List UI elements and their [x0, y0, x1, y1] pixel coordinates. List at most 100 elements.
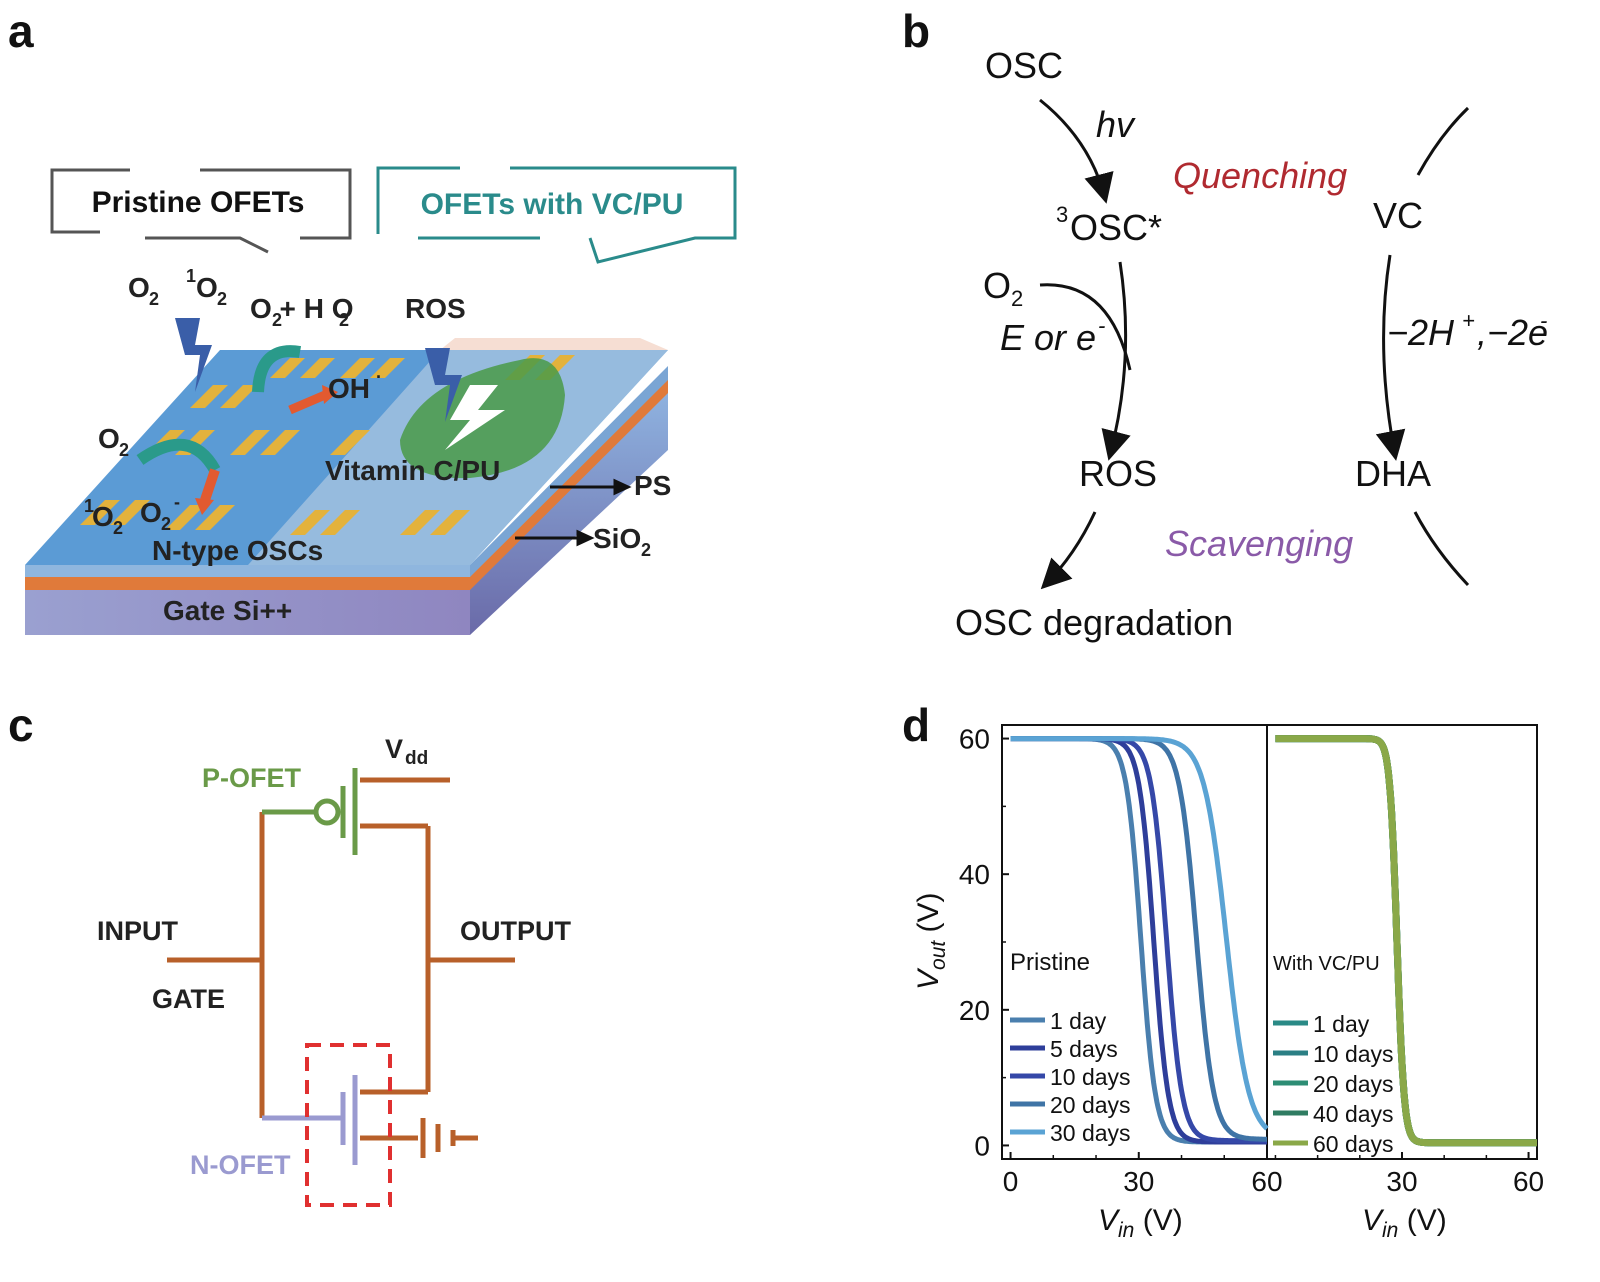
legend-label: 5 days: [1050, 1036, 1118, 1062]
panel-label-b: b: [902, 5, 931, 57]
panel-label-a: a: [8, 5, 34, 57]
n-ofet-symbol: [262, 1075, 358, 1165]
panel-b: b OSC hv 3 OSC* Quenching VC O 2 E or e …: [800, 0, 1600, 660]
sio2-layer-front: [25, 575, 470, 590]
arrowhead: [322, 385, 338, 404]
legend-label: 60 days: [1313, 1131, 1394, 1157]
y-tick-label: 40: [959, 859, 990, 890]
hv-label: hv: [1096, 104, 1136, 145]
proton-superscript: +: [1462, 308, 1475, 333]
quenching-label: Quenching: [1173, 155, 1347, 196]
superscript: 1: [84, 496, 94, 516]
electron-superscript-2: -: [1540, 308, 1547, 333]
subscript: 2: [339, 310, 349, 330]
singlet-o2-label-2: O: [92, 501, 114, 532]
vc-oxidation-arrow: [1375, 254, 1406, 461]
o2-input-arrow: [1039, 283, 1132, 371]
dha-node: DHA: [1355, 453, 1431, 494]
panel-a: a: [0, 0, 780, 660]
x-axis-unit: (V): [1134, 1204, 1182, 1237]
degradation-node: OSC degradation: [955, 602, 1233, 643]
gate-layer-side: [470, 390, 668, 635]
x-axis-unit-2: (V): [1398, 1204, 1446, 1237]
vc-node: VC: [1373, 195, 1423, 236]
panel-label-d: d: [902, 699, 931, 751]
x-axis-label-right: Vin (V): [1362, 1204, 1447, 1242]
panel-label-c: c: [8, 699, 34, 751]
scavenging-label: Scavenging: [1165, 523, 1353, 564]
sio2-label: SiO: [593, 523, 641, 554]
excitation-arrow: [1039, 98, 1114, 204]
vdd-subscript: dd: [405, 748, 428, 769]
pristine-box-frame: [50, 168, 352, 254]
x-tick-label: 60: [1251, 1166, 1282, 1197]
degradation-arrow: [1040, 511, 1097, 590]
y-tick-label: 20: [959, 995, 990, 1026]
legend-label: 30 days: [1050, 1120, 1131, 1146]
arrowhead: [195, 498, 214, 515]
subscript: 2: [641, 540, 651, 560]
light-bolt-icon-2: [425, 348, 462, 422]
ps-layer-side: [470, 366, 668, 577]
highlight-box: [305, 1043, 392, 1207]
e-or-e-label: E or e: [1000, 317, 1096, 358]
superscript: -: [174, 492, 180, 512]
x-tick-label: 60: [1513, 1166, 1544, 1197]
vtc-curve-pristine-4: [1010, 736, 1269, 1131]
layer-pointer-arrows: [515, 478, 632, 547]
quenching-arc: [1416, 106, 1470, 176]
gate-layer-front: [25, 585, 470, 635]
vcpu-box-label: OFETs with VC/PU: [421, 188, 684, 221]
x-axis-v: V: [1098, 1204, 1121, 1237]
superscript: ·: [376, 367, 382, 387]
gate-label: GATE: [152, 984, 225, 1014]
legend-label: 1 day: [1050, 1008, 1107, 1034]
light-bolt-icon: [175, 318, 212, 392]
electron-superscript: -: [1098, 313, 1105, 338]
mechanism-diagram: OSC hv 3 OSC* Quenching VC O 2 E or e - …: [955, 45, 1548, 643]
o2-h2o-label: O + H O: [250, 293, 353, 324]
reaction-arrow-4: [200, 468, 220, 502]
oxidation-label-2: ,−2e: [1477, 312, 1548, 353]
x-axis-sub-2: in: [1382, 1219, 1398, 1242]
legend-label: 10 days: [1050, 1064, 1131, 1090]
legend-title: With VC/PU: [1273, 953, 1380, 975]
legend-label: 20 days: [1313, 1071, 1394, 1097]
legend-title: Pristine: [1010, 949, 1090, 976]
inverter-circuit: V dd P-OFET INPUT GATE OUTPUT N-OFET: [97, 734, 572, 1207]
subscript: 2: [217, 289, 227, 309]
singlet-o2-label: O: [196, 272, 218, 303]
legend-label: 1 day: [1313, 1011, 1370, 1037]
reaction-arrow-2: [288, 390, 327, 415]
legend-label: 40 days: [1313, 1101, 1394, 1127]
osc-node: OSC: [985, 45, 1063, 86]
circuit-wires: [167, 777, 515, 1158]
ps-layer-front: [25, 565, 470, 577]
x-tick-label: 30: [1386, 1166, 1417, 1197]
input-label: INPUT: [97, 916, 179, 946]
gate-label: Gate Si++: [163, 595, 292, 626]
n-ofet-label: N-OFET: [190, 1150, 291, 1180]
subscript: 2: [149, 289, 159, 309]
vcpu-coating-top: [440, 338, 668, 350]
legend-label: 10 days: [1313, 1041, 1394, 1067]
ros-node: ROS: [1079, 453, 1157, 494]
y-tick-label: 60: [959, 724, 990, 755]
superoxide-label: O: [140, 497, 162, 528]
subscript: 2: [161, 514, 171, 534]
y-axis-unit: (V): [912, 892, 945, 940]
oxidation-label: −2H: [1387, 312, 1455, 353]
device-illustration: Pristine OFETs OFETs with VC/PU O 2 1 O …: [25, 166, 737, 635]
o2-subscript: 2: [1011, 286, 1023, 311]
triplet-superscript: 3: [1056, 202, 1068, 227]
reaction-arrow-3: [136, 438, 221, 474]
subscript: 2: [272, 310, 282, 330]
output-label: OUTPUT: [460, 916, 572, 946]
y-axis-label: Vout (V): [912, 892, 950, 990]
triplet-osc-node: OSC*: [1070, 207, 1162, 248]
x-axis-sub: in: [1118, 1219, 1134, 1242]
pristine-box-label: Pristine OFETs: [92, 186, 305, 219]
y-axis-v: V: [912, 967, 945, 990]
